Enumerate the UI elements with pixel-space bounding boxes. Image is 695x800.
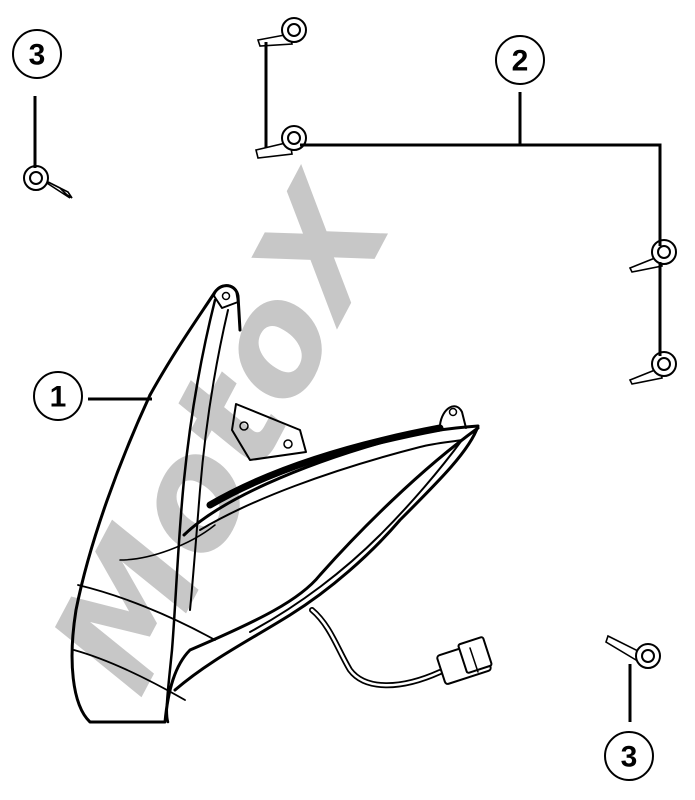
watermark-text: MotoX: [18, 150, 429, 716]
screw-2-right-upper: [628, 239, 677, 273]
callout-3-top-label: 3: [29, 39, 46, 72]
screw-3-top-left: [23, 165, 73, 199]
callout-1-label: 1: [50, 381, 67, 414]
screw-2-right-lower: [628, 351, 677, 385]
callout-3-bottom: 3: [604, 731, 654, 781]
callout-3-bottom-label: 3: [621, 741, 638, 774]
leader-2-horizontal: [300, 143, 662, 246]
leader-lines: [33, 42, 662, 722]
callout-1: 1: [33, 371, 83, 421]
screw-2-top: [256, 17, 307, 47]
callout-3-top: 3: [12, 29, 62, 79]
screw-2-mid: [255, 125, 307, 159]
callout-2-label: 2: [512, 45, 529, 78]
watermark: MotoX: [18, 150, 429, 716]
part-1-headlight-cowl: [70, 284, 493, 724]
screw-3-bottom-right: [605, 634, 661, 669]
callout-2: 2: [495, 35, 545, 85]
